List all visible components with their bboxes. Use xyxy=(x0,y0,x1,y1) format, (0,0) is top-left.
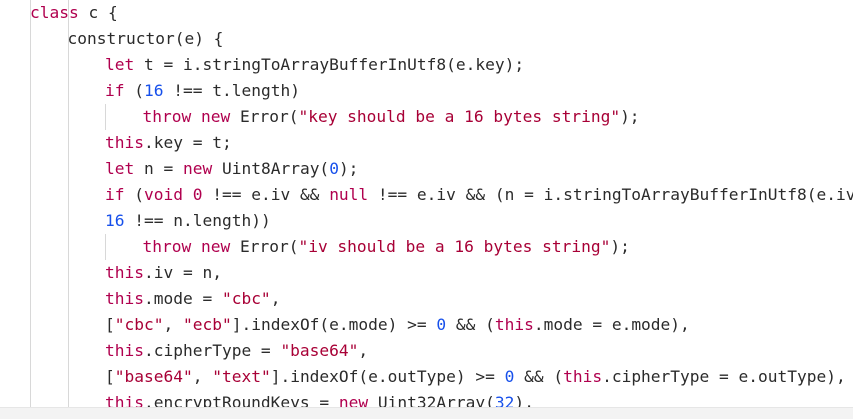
code-token-plain: ( xyxy=(124,81,144,100)
code-token-num: 0 xyxy=(436,315,447,334)
code-token-str: "cbc" xyxy=(114,315,164,334)
code-token-plain: [ xyxy=(105,315,115,334)
code-token-plain: t = i.stringToArrayBufferInUtf8(e.key); xyxy=(134,55,525,74)
code-line[interactable]: this.mode = "cbc", xyxy=(105,286,280,312)
code-token-plain: , xyxy=(192,367,213,386)
code-token-num: 16 xyxy=(105,211,125,230)
code-line[interactable]: ["cbc", "ecb"].indexOf(e.mode) >= 0 && (… xyxy=(105,312,690,338)
code-token-plain: ); xyxy=(620,107,640,126)
code-token-plain: !== e.iv && (n = i.stringToArrayBufferIn… xyxy=(368,185,853,204)
code-token-plain: ( xyxy=(124,185,144,204)
code-token-kw: throw new xyxy=(142,107,231,126)
code-token-plain: .cipherType = xyxy=(143,341,281,360)
code-token-num: 0 xyxy=(504,367,515,386)
code-token-plain: , xyxy=(163,315,183,334)
code-token-kw: this xyxy=(105,289,144,308)
code-token-str: "iv should be a 16 bytes string" xyxy=(298,237,611,256)
code-token-plain: ].indexOf(e.outType) >= xyxy=(270,367,505,386)
code-token-kw: if xyxy=(105,81,125,100)
code-token-plain: Error( xyxy=(230,237,299,256)
code-token-str: "cbc" xyxy=(221,289,271,308)
code-token-plain: c { xyxy=(78,3,118,22)
code-token-plain: .cipherType = e.outType), xyxy=(602,367,846,386)
code-token-kw: void 0 xyxy=(144,185,203,204)
code-token-plain: .mode = e.mode), xyxy=(533,315,690,334)
code-line[interactable]: ["base64", "text"].indexOf(e.outType) >=… xyxy=(105,364,846,390)
code-token-str: "key should be a 16 bytes string" xyxy=(298,107,621,126)
code-line[interactable]: if (16 !== t.length) xyxy=(105,78,300,104)
code-token-plain: !== t.length) xyxy=(163,81,300,100)
code-token-str: "text" xyxy=(212,367,271,386)
code-line[interactable]: if (void 0 !== e.iv && null !== e.iv && … xyxy=(105,182,853,208)
code-token-kw: throw new xyxy=(142,237,231,256)
code-token-kw: this xyxy=(105,133,144,152)
code-token-kw: null xyxy=(329,185,369,204)
code-line[interactable]: this.cipherType = "base64", xyxy=(105,338,368,364)
code-token-plain: .iv = n, xyxy=(143,263,222,282)
code-token-plain: .key = t; xyxy=(143,133,232,152)
code-token-plain: && ( xyxy=(514,367,564,386)
code-token-kw: this xyxy=(563,367,603,386)
code-line[interactable]: constructor(e) { xyxy=(68,26,224,52)
code-token-kw: let xyxy=(105,159,135,178)
indent-guide-level-2 xyxy=(68,0,69,419)
code-token-kw: this xyxy=(494,315,534,334)
code-line[interactable]: class c { xyxy=(30,0,118,26)
code-token-kw: if xyxy=(105,185,125,204)
code-token-plain: && ( xyxy=(446,315,495,334)
code-token-kw: class xyxy=(30,3,79,22)
code-token-num: 16 xyxy=(144,81,164,100)
code-token-plain: constructor(e) { xyxy=(67,29,224,48)
code-token-plain: !== e.iv && xyxy=(202,185,330,204)
code-token-plain: ); xyxy=(338,159,359,178)
code-line[interactable]: 16 !== n.length)) xyxy=(105,208,271,234)
code-token-plain: [ xyxy=(105,367,115,386)
code-line[interactable]: let n = new Uint8Array(0); xyxy=(105,156,358,182)
code-token-plain: , xyxy=(358,341,369,360)
code-token-plain: !== n.length)) xyxy=(124,211,271,230)
indent-guide-throw-2 xyxy=(105,234,106,260)
code-token-plain: n = xyxy=(134,159,183,178)
code-token-str: "base64" xyxy=(280,341,359,360)
code-token-kw: let xyxy=(105,55,135,74)
code-token-plain: Uint8Array( xyxy=(212,159,330,178)
code-token-str: "ecb" xyxy=(182,315,232,334)
code-token-num: 0 xyxy=(329,159,339,178)
code-token-plain: ); xyxy=(610,237,630,256)
indent-guide-throw-1 xyxy=(105,104,106,130)
code-token-plain: .mode = xyxy=(143,289,222,308)
code-line[interactable]: this.key = t; xyxy=(105,130,232,156)
code-line[interactable]: this.iv = n, xyxy=(105,260,222,286)
code-line[interactable]: throw new Error("key should be a 16 byte… xyxy=(143,104,640,130)
code-token-kw: this xyxy=(105,341,144,360)
horizontal-scrollbar[interactable] xyxy=(0,407,853,419)
code-token-plain: , xyxy=(270,289,281,308)
code-line[interactable]: let t = i.stringToArrayBufferInUtf8(e.ke… xyxy=(105,52,524,78)
code-token-str: "base64" xyxy=(114,367,193,386)
code-token-kw: new xyxy=(182,159,213,178)
code-token-plain: Error( xyxy=(230,107,299,126)
code-token-kw: this xyxy=(105,263,144,282)
indent-guide-level-1 xyxy=(30,0,31,419)
code-line[interactable]: throw new Error("iv should be a 16 bytes… xyxy=(143,234,630,260)
code-token-plain: ].indexOf(e.mode) >= xyxy=(231,315,437,334)
